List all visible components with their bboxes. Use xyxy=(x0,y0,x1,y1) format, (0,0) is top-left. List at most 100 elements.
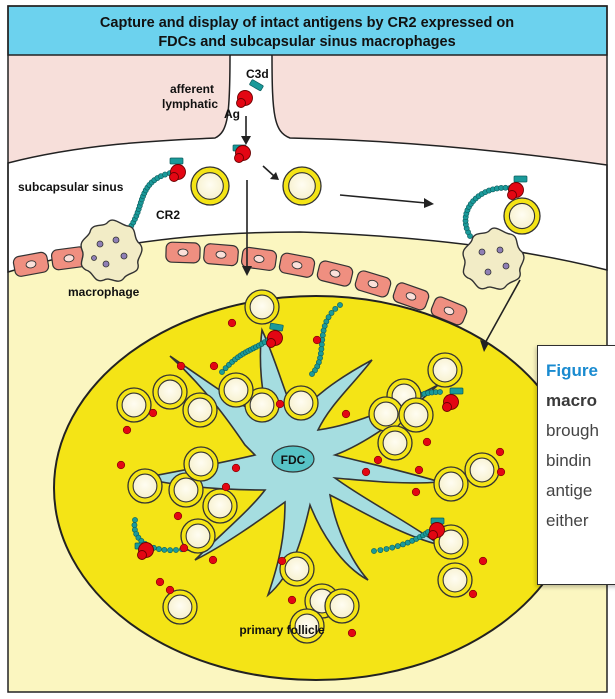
antigen-dot xyxy=(148,408,158,418)
antigen-dot xyxy=(468,589,478,599)
antigen-dot xyxy=(478,556,488,566)
b-cell xyxy=(427,352,463,388)
antigen-dot xyxy=(312,335,322,345)
fdc-label: FDC xyxy=(281,453,306,467)
caption-line-1: Figure xyxy=(546,361,598,380)
endothelial-cell xyxy=(203,243,239,267)
antigen-dot xyxy=(231,463,241,473)
antigen-c3d xyxy=(134,542,154,560)
antigen-dot xyxy=(422,437,432,447)
antigen-dot xyxy=(173,511,183,521)
antigen-dot xyxy=(411,487,421,497)
label-cr2: CR2 xyxy=(156,208,180,222)
arrows xyxy=(241,116,521,352)
b-cell xyxy=(116,387,152,423)
endothelial-cell xyxy=(50,246,88,271)
antigen-c3d xyxy=(428,517,445,540)
figure-caption-box: Figure macro brough bindin antige either xyxy=(537,345,615,585)
caption-line-5: antige xyxy=(546,481,593,500)
antigen-dot xyxy=(122,425,132,435)
antigen-c3d xyxy=(442,387,464,412)
antigens-layer xyxy=(134,79,528,560)
b-cell xyxy=(180,518,216,554)
caption-line-4: bindin xyxy=(546,451,592,470)
b-cell xyxy=(183,446,219,482)
antigen-dot xyxy=(179,543,189,553)
title-line-2: FDCs and subcapsular sinus macrophages xyxy=(158,34,455,50)
b-cell xyxy=(244,289,280,325)
caption-line-3: brough xyxy=(546,421,599,440)
label-subcapsular-sinus: subcapsular sinus xyxy=(18,180,124,194)
title-line-1: Capture and display of intact antigens b… xyxy=(100,15,514,31)
label-c3d: C3d xyxy=(246,67,269,81)
b-cell xyxy=(168,472,204,508)
antigen-c3d xyxy=(232,144,251,163)
b-cell xyxy=(433,466,469,502)
endothelial-cell xyxy=(354,270,392,298)
label-afferent: afferent xyxy=(170,82,214,96)
antigen-dot xyxy=(277,556,287,566)
antigen-dot xyxy=(116,460,126,470)
antigen-dot xyxy=(221,482,231,492)
antigen-c3d xyxy=(507,175,528,200)
b-cell xyxy=(503,197,541,235)
endothelial-cell xyxy=(316,260,354,287)
b-cell xyxy=(377,425,413,461)
caption-line-6: either xyxy=(546,511,589,530)
label-lymphatic: lymphatic xyxy=(162,97,218,111)
b-cell xyxy=(162,589,198,625)
antigen-dot xyxy=(155,577,165,587)
antigen-c3d xyxy=(266,322,284,348)
b-cell xyxy=(127,468,163,504)
endothelial-cell xyxy=(165,241,201,264)
antigen-dot xyxy=(227,318,237,328)
antigen-dot xyxy=(373,455,383,465)
b-cell xyxy=(182,392,218,428)
antigen-dot xyxy=(165,585,175,595)
label-primary-follicle: primary follicle xyxy=(239,623,325,637)
antigen-c3d xyxy=(236,79,264,108)
label-ag: Ag xyxy=(224,107,240,121)
antigen-dot xyxy=(176,361,186,371)
b-cell xyxy=(464,452,500,488)
subcapsular-sinus xyxy=(7,54,608,274)
antigen-dot xyxy=(414,465,424,475)
fdc-nucleus xyxy=(271,445,315,473)
b-cell xyxy=(324,588,360,624)
b-cell xyxy=(437,562,473,598)
antigen-dot xyxy=(495,447,505,457)
endothelial-cell xyxy=(392,282,430,311)
red-dots-layer xyxy=(116,318,506,638)
cr2-chain xyxy=(462,184,513,239)
b-cell xyxy=(202,488,238,524)
bcells-layer xyxy=(116,166,541,644)
antigen-c3d xyxy=(169,157,186,182)
antigen-dot xyxy=(209,361,219,371)
antigen-dot xyxy=(341,409,351,419)
b-cell xyxy=(283,385,319,421)
antigen-dot xyxy=(361,467,371,477)
antigen-dot xyxy=(347,628,357,638)
antigen-dot xyxy=(275,399,285,409)
antigen-dot xyxy=(287,595,297,605)
b-cell xyxy=(190,166,230,206)
b-cell xyxy=(244,387,280,423)
endothelial-cell xyxy=(278,252,316,278)
antigen-dot xyxy=(208,555,218,565)
macrophage-right xyxy=(462,227,525,290)
b-cell xyxy=(289,608,325,644)
b-cell xyxy=(282,166,322,206)
endothelial-cell xyxy=(12,251,50,277)
cr2-chain xyxy=(219,337,271,375)
endothelial-cell xyxy=(240,246,278,271)
label-macrophage: macrophage xyxy=(68,285,140,299)
macrophage-left xyxy=(80,219,143,282)
b-cell xyxy=(279,551,315,587)
antigen-dot xyxy=(496,467,506,477)
b-cell xyxy=(218,372,254,408)
b-cell xyxy=(398,397,434,433)
b-cell xyxy=(152,374,188,410)
caption-line-2: macro xyxy=(546,391,598,410)
cr2-chain xyxy=(309,302,343,377)
